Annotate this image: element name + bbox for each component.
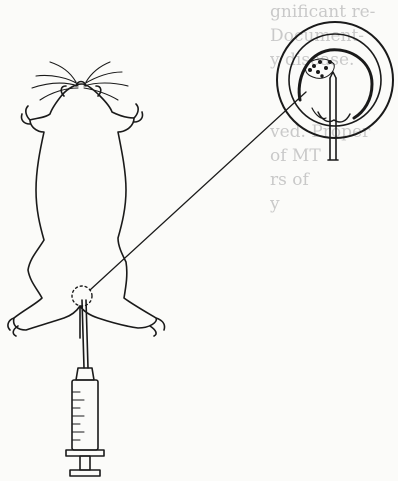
- mouse-hind-paw-right: [150, 318, 165, 336]
- syringe-hub: [76, 368, 94, 380]
- syringe-icon: [66, 300, 104, 476]
- magnifier-inner-ring: [289, 34, 381, 126]
- mouse-outline-icon: [8, 62, 165, 338]
- magnified-needle: [328, 78, 338, 160]
- syringe-plunger: [80, 456, 90, 470]
- tissue-base-folds: [318, 112, 350, 122]
- magnified-injection-site-icon: [277, 22, 393, 160]
- syringe-graduations: [72, 392, 84, 440]
- mouse-front-paw-right: [134, 104, 143, 122]
- mouse-body: [14, 84, 157, 330]
- syringe-flange: [66, 450, 104, 456]
- cell-cluster: [305, 59, 334, 78]
- mouse-front-paw-left: [21, 106, 30, 124]
- magnification-leader-line: [90, 92, 306, 290]
- syringe-plunger-head: [70, 470, 100, 476]
